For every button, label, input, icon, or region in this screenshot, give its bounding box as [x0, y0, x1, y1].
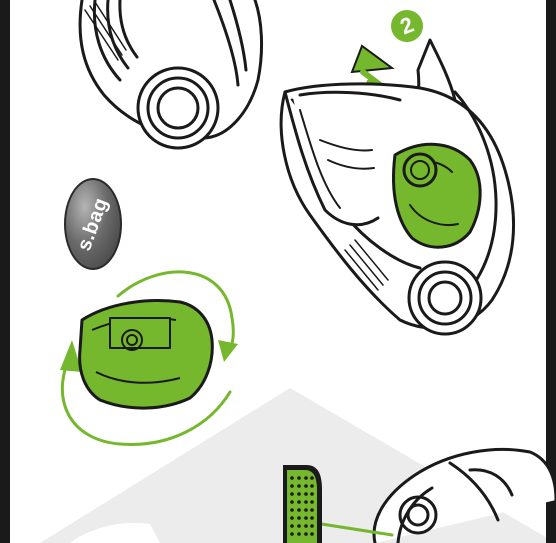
sbag-logo: s.bag [64, 178, 122, 270]
bag-in-vacuum [394, 144, 481, 247]
open-vacuum-illustration [281, 84, 513, 334]
sbag-logo-text: s.bag [73, 194, 113, 253]
vacuum-body-top-left [80, 0, 262, 148]
vacuum-bottom-right [315, 449, 556, 543]
vacuum-wheel [409, 262, 481, 334]
decorative-shape [70, 523, 160, 543]
dust-bag-icon [80, 301, 213, 408]
filter-icon [283, 465, 322, 543]
